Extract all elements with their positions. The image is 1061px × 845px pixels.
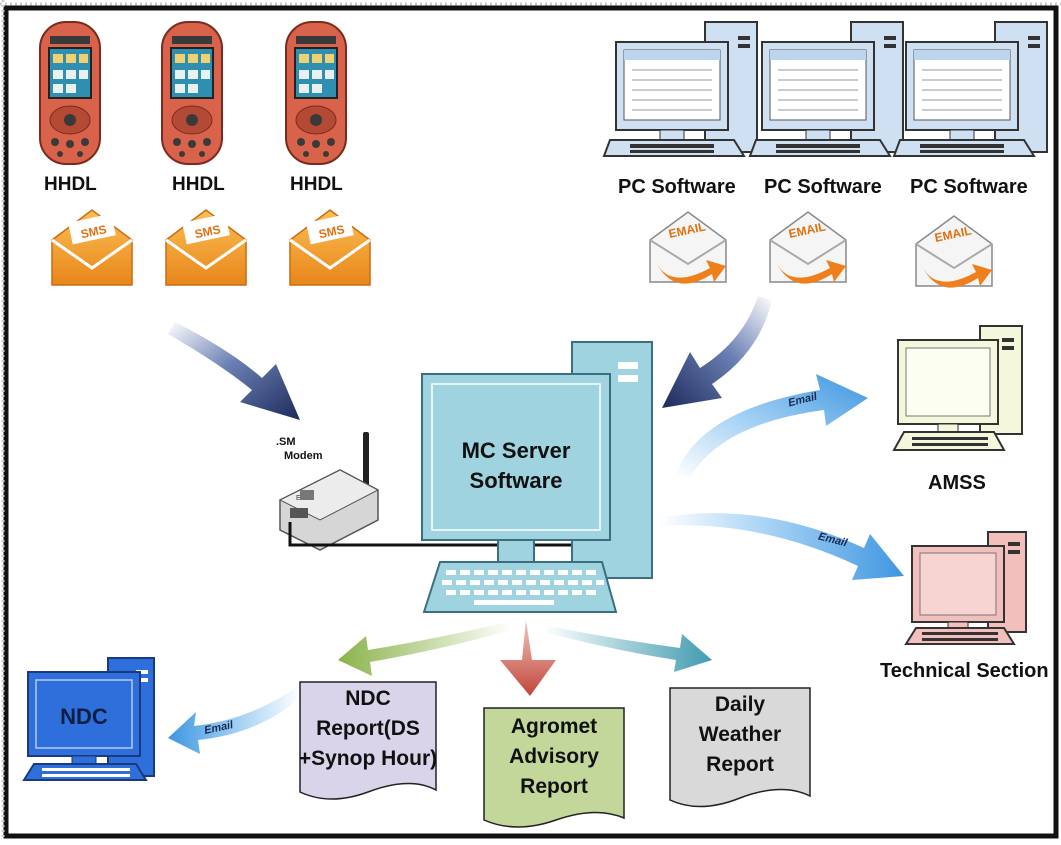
server-title-line2: Software (469, 468, 563, 493)
agromet-report-document (483, 707, 625, 828)
pc-client-3 (892, 21, 1048, 157)
server-to-agromet-report-arrow (500, 620, 556, 696)
modem-label-line1: .SM (276, 436, 296, 448)
server-to-technical-arrow (658, 513, 904, 580)
email-to-server-arrow (662, 296, 772, 408)
pc-client-2 (748, 21, 904, 157)
handheld-label-3: HHDL (290, 174, 343, 195)
ndc-label: NDC (60, 704, 108, 729)
server-to-amss-arrow (676, 374, 868, 478)
pc-software-label-2: PC Software (764, 176, 882, 198)
amss-label: AMSS (928, 472, 986, 494)
pc-client-1 (602, 21, 758, 157)
technical-section-label: Technical Section (880, 660, 1049, 682)
modem-label-line2: Modem (284, 450, 323, 462)
daily-weather-report-document (669, 687, 811, 808)
ndc-computer (22, 657, 155, 781)
pc-software-label-1: PC Software (618, 176, 736, 198)
pc-software-label-3: PC Software (910, 176, 1028, 198)
handheld-device-3 (285, 21, 347, 165)
daily-weather-report-text: Daily Weather Report (698, 693, 782, 776)
handheld-device-2 (161, 21, 223, 165)
svg-text:SMS: SMS (317, 222, 345, 241)
gsm-modem: E (278, 432, 380, 551)
email-envelope-icon-2: EMAIL (769, 211, 847, 284)
server-title-line1: MC Server (461, 438, 571, 463)
ndc-report-document (299, 681, 437, 800)
svg-text:E: E (296, 495, 301, 502)
svg-text:SMS: SMS (193, 222, 221, 241)
sms-to-modem-arrow (168, 322, 300, 420)
handheld-label-1: HHDL (44, 174, 97, 195)
sms-envelope-icon-1: SMS (51, 209, 133, 286)
agromet-report-text: Agromet Advisory Report (509, 715, 599, 798)
modem-cable (288, 522, 575, 547)
email-envelope-icon-1: EMAIL (649, 211, 727, 284)
technical-section-computer (904, 531, 1027, 645)
mc-server-computer (421, 341, 653, 613)
ndc-report-text: NDC Report(DS +Synop Hour) (298, 687, 438, 770)
amss-computer (892, 325, 1023, 451)
handheld-label-2: HHDL (172, 174, 225, 195)
handheld-device-1 (39, 21, 101, 165)
email-envelope-icon-3: EMAIL (915, 215, 993, 288)
svg-text:SMS: SMS (79, 222, 107, 241)
sms-envelope-icon-3: SMS (289, 209, 371, 286)
report-to-ndc-arrow (168, 686, 300, 754)
diagram-frame (3, 5, 1059, 839)
server-to-daily-weather-arrow (544, 626, 712, 672)
sms-envelope-icon-2: SMS (165, 209, 247, 286)
server-to-ndc-report-arrow (338, 622, 512, 676)
